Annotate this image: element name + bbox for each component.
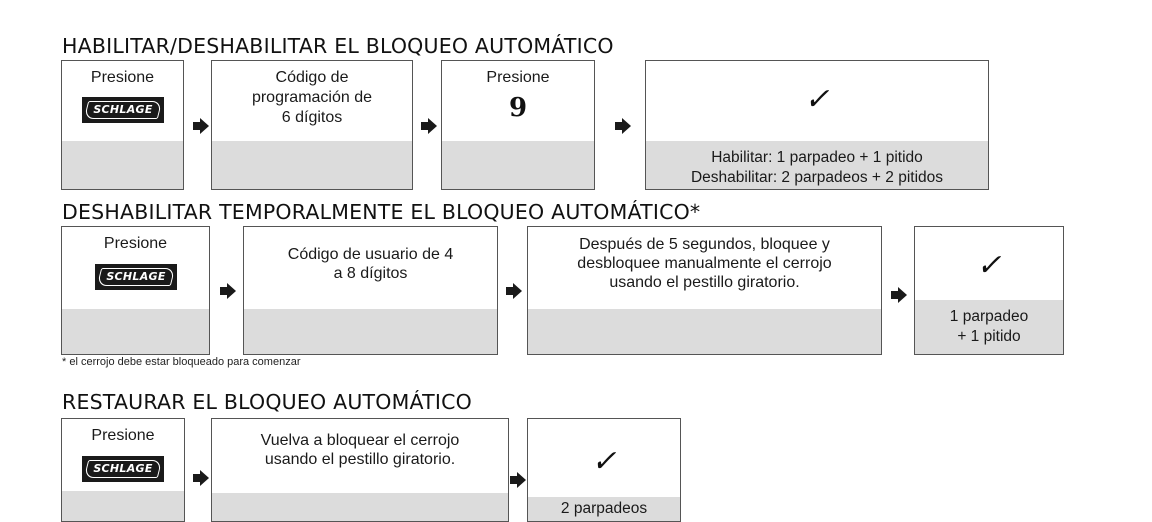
checkmark-icon: ✓ [976,248,1002,283]
arrow-right-icon [193,470,209,486]
arrow-right-icon [506,283,522,299]
step-text-line: usando el pestillo giratorio. [609,274,800,291]
section2-step-press-logo: Presione SCHLAGE [61,226,210,355]
result-text-line: 2 parpadeos [560,500,648,517]
section3-heading: RESTAURAR EL BLOQUEO AUTOMÁTICO [62,390,472,414]
arrow-right-icon [891,287,907,303]
step-text-line: 6 dígitos [281,109,343,126]
section2-step-user-code: Código de usuario de 4 a 8 dígitos [243,226,498,355]
step-text-line: a 8 dígitos [333,265,408,282]
press-label: Presione [103,235,168,252]
section1-step-press-9: Presione 9 [441,60,595,190]
key-9: 9 [508,93,528,123]
section2-heading: DESHABILITAR TEMPORALMENTE EL BLOQUEO AU… [62,200,701,224]
arrow-right-icon [193,118,209,134]
logo-text: SCHLAGE [93,462,153,475]
schlage-logo: SCHLAGE [82,97,164,123]
logo-text: SCHLAGE [93,103,153,116]
section1-heading: HABILITAR/DESHABILITAR EL BLOQUEO AUTOMÁ… [62,34,614,58]
press-label: Presione [486,69,550,86]
press-label: Presione [90,69,155,86]
section1-step-program-code: Código de programación de 6 dígitos [211,60,413,190]
footnote: * el cerrojo debe estar bloqueado para c… [62,356,301,368]
checkmark-icon: ✓ [804,82,830,117]
step-text-line: Después de 5 segundos, bloquee y [579,236,830,253]
arrow-right-icon [510,472,526,488]
result-text-line: 1 parpadeo [949,308,1029,325]
result-text-line: Deshabilitar: 2 parpadeos + 2 pitidos [690,169,944,186]
arrow-right-icon [421,118,437,134]
step-text-line: desbloquee manualmente el cerrojo [577,255,832,272]
step-text-line: programación de [251,89,373,106]
result-text-line: Habilitar: 1 parpadeo + 1 pitido [711,149,923,166]
step-text-line: Código de [275,69,349,86]
checkmark-icon: ✓ [591,444,617,479]
logo-text: SCHLAGE [106,270,166,283]
step-text-line: Vuelva a bloquear el cerrojo [260,432,460,449]
section3-step-press-logo: Presione SCHLAGE [61,418,185,522]
result-text-line: + 1 pitido [957,328,1021,345]
step-text-line: Código de usuario de 4 [287,246,454,263]
section1-result: ✓ Habilitar: 1 parpadeo + 1 pitido Desha… [645,60,989,190]
section2-result: ✓ 1 parpadeo + 1 pitido [914,226,1064,355]
schlage-logo: SCHLAGE [82,456,164,482]
section1-step-press-logo: Presione SCHLAGE [61,60,184,190]
press-label: Presione [91,427,155,444]
arrow-right-icon [220,283,236,299]
section3-result: ✓ 2 parpadeos [527,418,681,522]
schlage-logo: SCHLAGE [95,264,177,290]
section2-step-manual-lock: Después de 5 segundos, bloquee y desbloq… [527,226,882,355]
step-text-line: usando el pestillo giratorio. [264,451,456,468]
section3-step-relock: Vuelva a bloquear el cerrojo usando el p… [211,418,509,522]
arrow-right-icon [615,118,631,134]
